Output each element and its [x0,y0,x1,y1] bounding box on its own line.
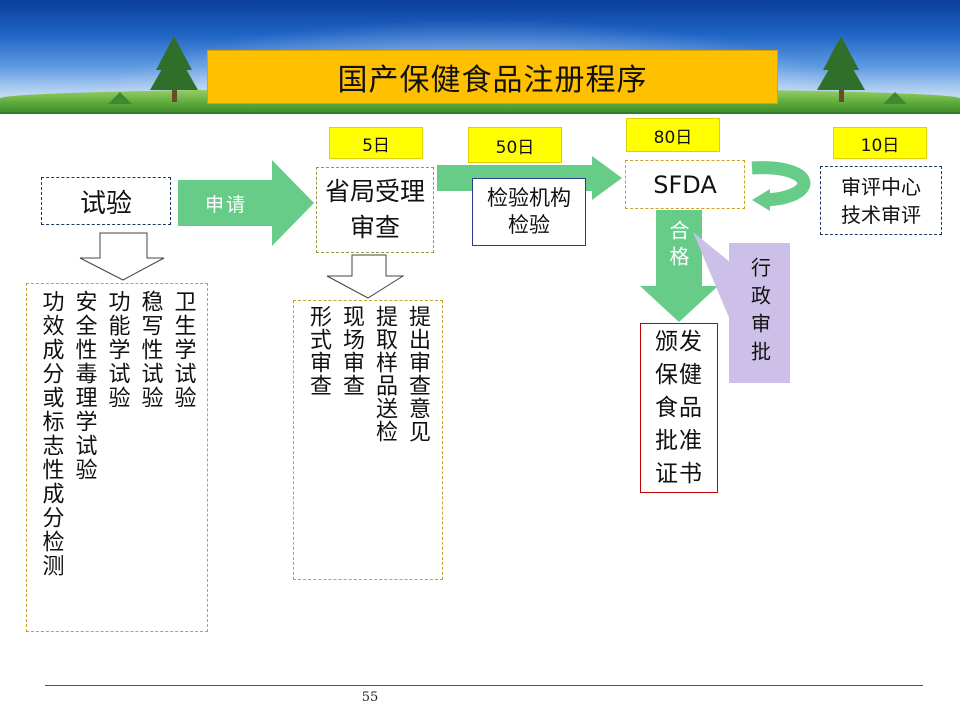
review-down-arrow [326,254,405,299]
qualified-label: 合格 [666,220,690,272]
trial-item: 安全性毒理学试验 [71,290,97,482]
time-tag-review: 10日 [833,127,927,159]
time-tag-sfda: 80日 [626,118,720,152]
review-item: 形式审查 [306,305,331,397]
review-item: 提取样品送检 [372,305,397,443]
trial-item: 功能学试验 [104,290,130,410]
return-arrowhead [752,189,770,211]
footer-divider [45,685,923,686]
trial-node: 试验 [41,177,171,225]
admin-approval-label: 行政审批 [747,257,772,369]
trial-item: 稳写性试验 [137,290,163,410]
return-curve-arrow [751,161,811,207]
time-tag-testing: 50日 [468,127,562,163]
page-title: 国产保健食品注册程序 [207,50,778,104]
tree-left-trunk [172,80,177,102]
certificate-label: 颁发保健食品批准证书 [655,328,703,487]
banner-trees [108,36,907,104]
admin-approval-box: 行政审批 [729,243,790,383]
banner-divider [0,112,960,114]
trial-item: 功效成分或标志性成分检测 [38,290,64,578]
trial-item: 卫生学试验 [170,290,196,410]
review-items-box: 提出审查意见 提取样品送检 现场审查 形式审查 [293,300,443,580]
time-tag-provincial: 5日 [329,127,423,159]
testing-agency-node: 检验机构检验 [472,178,586,246]
certificate-node: 颁发保健食品批准证书 [640,323,718,493]
tree-right-top [823,36,859,70]
tree-right-trunk [839,80,844,102]
admin-callout-pointer [693,232,730,320]
sfda-node: SFDA [625,160,745,209]
provincial-review-node: 省局受理审查 [316,167,434,253]
trial-items-box: 卫生学试验 稳写性试验 功能学试验 安全性毒理学试验 功效成分或标志性成分检测 [26,283,208,632]
apply-label: 申请 [205,194,248,216]
apply-arrow [178,160,314,246]
review-item: 提出审查意见 [405,305,430,443]
tree-left-top [156,36,192,70]
trial-down-arrow [79,232,165,281]
page-number: 55 [361,690,379,705]
review-item: 现场审查 [339,305,364,397]
review-center-node: 审评中心技术审评 [820,166,942,235]
